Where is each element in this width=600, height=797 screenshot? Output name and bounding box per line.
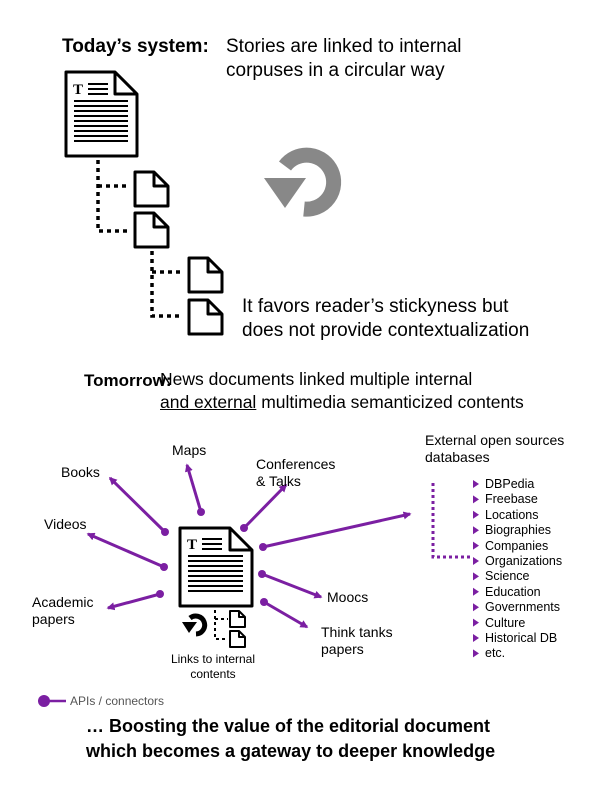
api-connector-arrows bbox=[86, 463, 412, 629]
tree-connectors bbox=[96, 160, 182, 318]
footer-line1: … Boosting the value of the editorial do… bbox=[86, 716, 491, 736]
external-source-item: Governments bbox=[485, 600, 561, 615]
external-source-item: Organizations bbox=[485, 554, 563, 569]
small-document-icon bbox=[229, 630, 246, 648]
legend-label: APIs / connectors bbox=[70, 694, 165, 708]
external-source-item: Biographies bbox=[485, 523, 552, 538]
svg-text:T: T bbox=[187, 537, 197, 553]
external-sources-bullets bbox=[473, 480, 479, 658]
small-refresh-icon bbox=[182, 613, 208, 637]
api-connector-legend-icon bbox=[38, 695, 66, 707]
external-source-item: DBPedia bbox=[485, 477, 535, 491]
footer-line2: which becomes a gateway to deeper knowle… bbox=[86, 741, 496, 761]
svg-text:T: T bbox=[73, 82, 83, 98]
videos-label: Videos bbox=[44, 516, 87, 532]
maps-label: Maps bbox=[172, 442, 207, 458]
todays-system-heading: Today’s system: bbox=[62, 36, 209, 57]
moocs-label: Moocs bbox=[327, 589, 369, 605]
tomorrow-description-line1: News documents linked multiple internal bbox=[160, 369, 473, 389]
think-tanks-label-line1: Think tanks bbox=[321, 624, 393, 640]
small-document-icons bbox=[133, 170, 224, 336]
academic-papers-label-line1: Academic bbox=[32, 594, 94, 610]
internal-links-label-line1: Links to internal bbox=[170, 652, 256, 666]
small-document-icon bbox=[229, 610, 246, 628]
stickiness-note-line2: does not provide contextualization bbox=[242, 320, 530, 341]
external-sources-title-line2: databases bbox=[425, 449, 490, 465]
small-document-icon bbox=[133, 211, 170, 249]
books-label: Books bbox=[61, 464, 100, 480]
external-sources-list: DBPedia Freebase Locations Biographies C… bbox=[485, 477, 562, 662]
internal-links-label-line2: contents bbox=[190, 667, 236, 681]
conferences-label-line1: Conferences bbox=[256, 456, 336, 472]
circular-arrow-icon bbox=[264, 147, 342, 217]
external-source-item: Locations bbox=[485, 507, 539, 522]
external-source-item: etc. bbox=[485, 646, 506, 661]
external-source-item: Freebase bbox=[485, 492, 538, 507]
internal-links-connectors bbox=[214, 610, 228, 640]
central-document-icon: T bbox=[178, 526, 254, 608]
internal-links-documents bbox=[229, 610, 246, 648]
main-document-icon: T bbox=[64, 70, 139, 158]
external-underlined-text: and external bbox=[160, 392, 257, 412]
small-document-icon bbox=[133, 170, 170, 208]
external-source-item: Science bbox=[485, 569, 530, 584]
stickiness-note-line1: It favors reader’s stickyness but bbox=[242, 296, 509, 317]
todays-system-description-line1: Stories are linked to internal bbox=[226, 36, 462, 57]
conferences-label-line2: & Talks bbox=[256, 473, 301, 489]
external-source-item: Culture bbox=[485, 615, 526, 630]
external-source-item: Companies bbox=[485, 538, 549, 553]
external-sources-title-line1: External open sources bbox=[425, 432, 565, 448]
tomorrow-description-rest: multimedia semanticized contents bbox=[256, 392, 524, 412]
external-sources-bracket bbox=[431, 483, 472, 559]
tomorrow-heading: Tomorrow: bbox=[84, 371, 172, 390]
small-document-icon bbox=[187, 298, 224, 336]
think-tanks-label-line2: papers bbox=[321, 641, 364, 657]
external-source-item: Education bbox=[485, 584, 541, 599]
api-connector-nodes bbox=[156, 508, 268, 606]
academic-papers-label-line2: papers bbox=[32, 611, 75, 627]
small-document-icon bbox=[187, 256, 224, 294]
external-source-item: Historical DB bbox=[485, 631, 558, 646]
tomorrow-description-line2: and external multimedia semanticized con… bbox=[160, 392, 524, 413]
todays-system-description-line2: corpuses in a circular way bbox=[226, 60, 445, 81]
